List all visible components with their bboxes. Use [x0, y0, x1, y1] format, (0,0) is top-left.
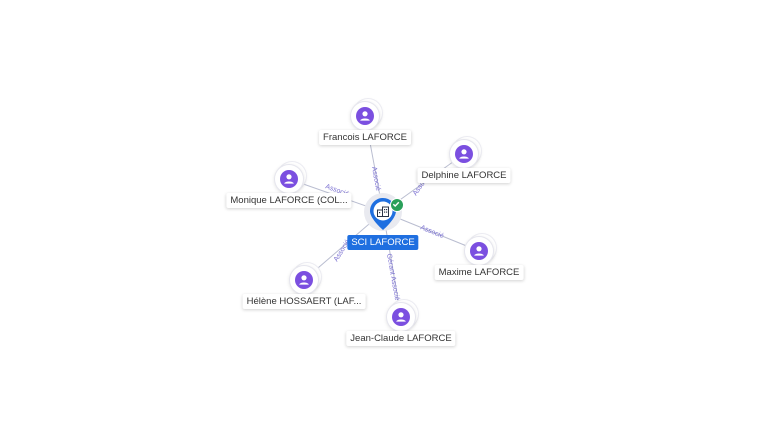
person-label[interactable]: Monique LAFORCE (COL...	[226, 193, 352, 208]
person-icon	[280, 170, 298, 188]
edge-label-maxime: Associé	[419, 224, 444, 240]
building-icon	[377, 206, 389, 217]
person-label[interactable]: Francois LAFORCE	[319, 130, 411, 145]
person-label[interactable]: Maxime LAFORCE	[434, 265, 524, 280]
person-icon	[455, 145, 473, 163]
check-badge-icon	[390, 198, 404, 212]
person-icon	[392, 308, 410, 326]
edge-label-francois: Associé	[370, 166, 381, 191]
person-icon	[356, 107, 374, 125]
company-label[interactable]: SCI LAFORCE	[347, 235, 419, 250]
person-label[interactable]: Hélène HOSSAERT (LAF...	[242, 294, 366, 309]
person-label[interactable]: Delphine LAFORCE	[417, 168, 511, 183]
person-icon	[295, 271, 313, 289]
edge-label-jeanclaude: Gérant Associé	[385, 253, 400, 301]
person-label[interactable]: Jean-Claude LAFORCE	[346, 331, 456, 346]
person-icon	[470, 242, 488, 260]
